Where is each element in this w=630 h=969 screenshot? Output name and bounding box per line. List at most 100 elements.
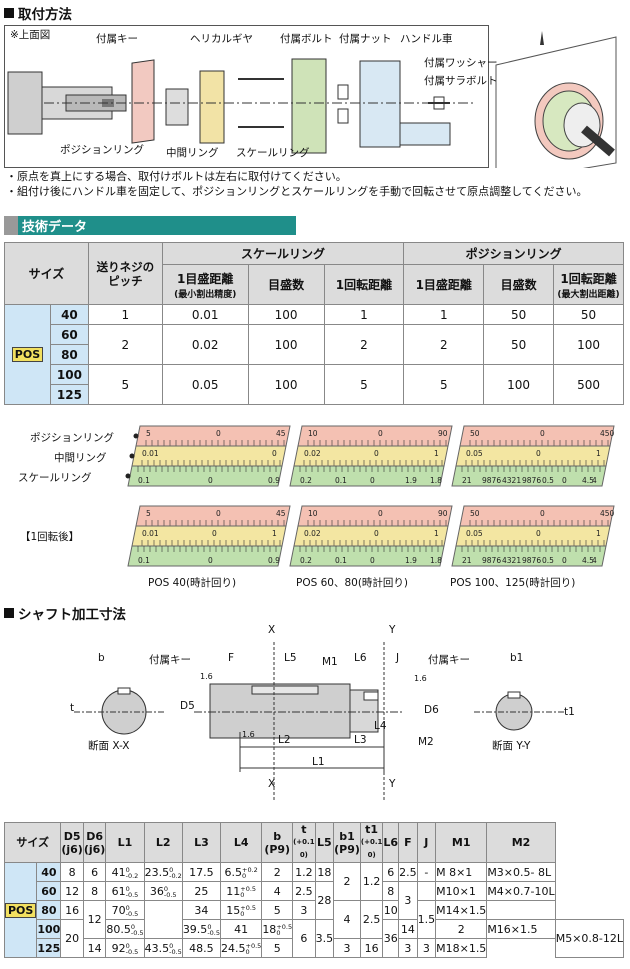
scale-number: 4 [592, 476, 597, 485]
header-scale-rev: 1回転距離 [323, 264, 405, 305]
cell-F: 2.5 [398, 862, 418, 882]
dim-x-top: X [268, 624, 276, 636]
cell-D5: 20 [60, 919, 84, 958]
cell-b1: 4 [333, 900, 361, 939]
cell-M1: M10×1 [435, 881, 488, 901]
cell-b: 4 [261, 881, 294, 901]
after-one-rev-label: 【1回転後】 [20, 531, 80, 543]
dim-header-2: D6 (j6) [82, 822, 107, 863]
dim-l6: L6 [354, 652, 367, 664]
label-nut: 付属ナット [339, 33, 392, 45]
roughness-3: 1.6 [242, 730, 255, 739]
top-view-label: ※上面図 [10, 29, 51, 41]
scale-number: 0.1 [138, 556, 150, 565]
label-key-left: 付属キー [149, 654, 191, 666]
cell-b: 5 [261, 900, 294, 920]
cell-F: 3 [398, 938, 418, 958]
roughness-2: 1.6 [414, 674, 427, 683]
dim-l5: L5 [284, 652, 297, 664]
dim-t: t [70, 702, 75, 714]
scale-number: 1 [272, 529, 277, 538]
label-handle: ハンドル車 [400, 33, 453, 45]
cell-t: 3.5 [314, 919, 335, 958]
section-y-y: 断面 Y-Y [492, 740, 531, 752]
scale-number: 0 [540, 509, 545, 518]
cell-t1: 1.2 [359, 862, 384, 901]
size-cell: 100 [36, 919, 62, 939]
install-note-2: ・組付け後にハンドル車を固定して、ポジションリングとスケールリングを手動で回転さ… [6, 185, 588, 198]
dim-j: J [396, 652, 400, 664]
scale-number: 0.5 [542, 556, 554, 565]
scale-number: 1 [596, 529, 601, 538]
scale-number: 0 [208, 556, 213, 565]
dim-header-6: L4 [219, 822, 263, 863]
cell-J: 3 [416, 938, 437, 958]
scale-ring-strip [289, 465, 445, 487]
cell-L3: 48.5 [181, 938, 222, 958]
install-diagram: ※上面図 付属キー ヘリカルギヤ 付属ボルト 付属ナット ハンドル車 付属ワッシ… [4, 25, 624, 184]
scale-number: 0.9 [268, 476, 280, 485]
scale-number: 0 [536, 529, 541, 538]
cell-D5: 12 [60, 881, 84, 901]
cell-b1: 5 [261, 938, 294, 958]
scale-number: 90 [438, 429, 448, 438]
scale-number: 1.9 [405, 476, 417, 485]
scale-number: 10 [308, 509, 318, 518]
position-ring-strip [297, 505, 453, 527]
cell-L6: 10 [382, 900, 400, 920]
scale-number: 0 [208, 476, 213, 485]
dim-header-5: L3 [181, 822, 222, 863]
shaft-drawing: X Y b 付属キー F L5 M1 L6 J 付属キー b1 t t1 D5 … [4, 622, 624, 812]
dim-l1: L1 [312, 756, 325, 768]
scale-number: 0.2 [300, 556, 312, 565]
scale-number: 0 [536, 449, 541, 458]
scale-number: 1 [434, 529, 439, 538]
title-bar-accent [4, 216, 18, 235]
cell-D6: 6 [82, 862, 107, 882]
scale-ring-strip [127, 465, 283, 487]
dim-d5: D5 [180, 700, 195, 712]
size-cell: 40 [36, 862, 62, 882]
scale-number: 0 [378, 509, 383, 518]
scale-number: 1.8 [430, 476, 442, 485]
exploded-assembly-drawing [4, 25, 617, 184]
pointer-dot-icon [125, 473, 131, 479]
tolerance: 0-0.5 [163, 884, 177, 899]
scale-number: 9876 [522, 476, 541, 485]
tolerance: 0-0.5 [130, 922, 144, 937]
cell-L5: 28 [314, 881, 335, 920]
label-flat-bolt: 付属サラボルト [424, 75, 498, 87]
cell-L3: 25 [181, 881, 222, 901]
roughness-1: 1.6 [200, 672, 213, 681]
scale-number: 90 [438, 509, 448, 518]
scale-number: 21 [462, 556, 472, 565]
cell-M2: M4×0.7-10L [486, 881, 556, 901]
scale-number: 5 [146, 429, 151, 438]
cell-M2: M5×0.8-12L [554, 919, 625, 958]
cell-t1: 3 [333, 938, 361, 958]
cell-M1: M18×1.5 [435, 938, 488, 958]
dim-m2: M2 [418, 736, 434, 748]
scale-number: 0 [272, 449, 277, 458]
tech-data-table: サイズ 送りネジのピッチ スケールリング ポジションリング 1目盛距離(最小割出… [4, 242, 624, 405]
dim-header-14: J [416, 822, 437, 863]
cell-L5: 36 [382, 919, 400, 958]
scale-number: 1.8 [430, 556, 442, 565]
scale-number: 0 [370, 476, 375, 485]
cell-b: 2 [261, 862, 294, 882]
cell-D6: 14 [82, 938, 107, 958]
cell-b1: 2 [333, 862, 361, 901]
scale-number: 0.1 [335, 476, 347, 485]
header-scale-count: 目盛数 [247, 264, 325, 305]
